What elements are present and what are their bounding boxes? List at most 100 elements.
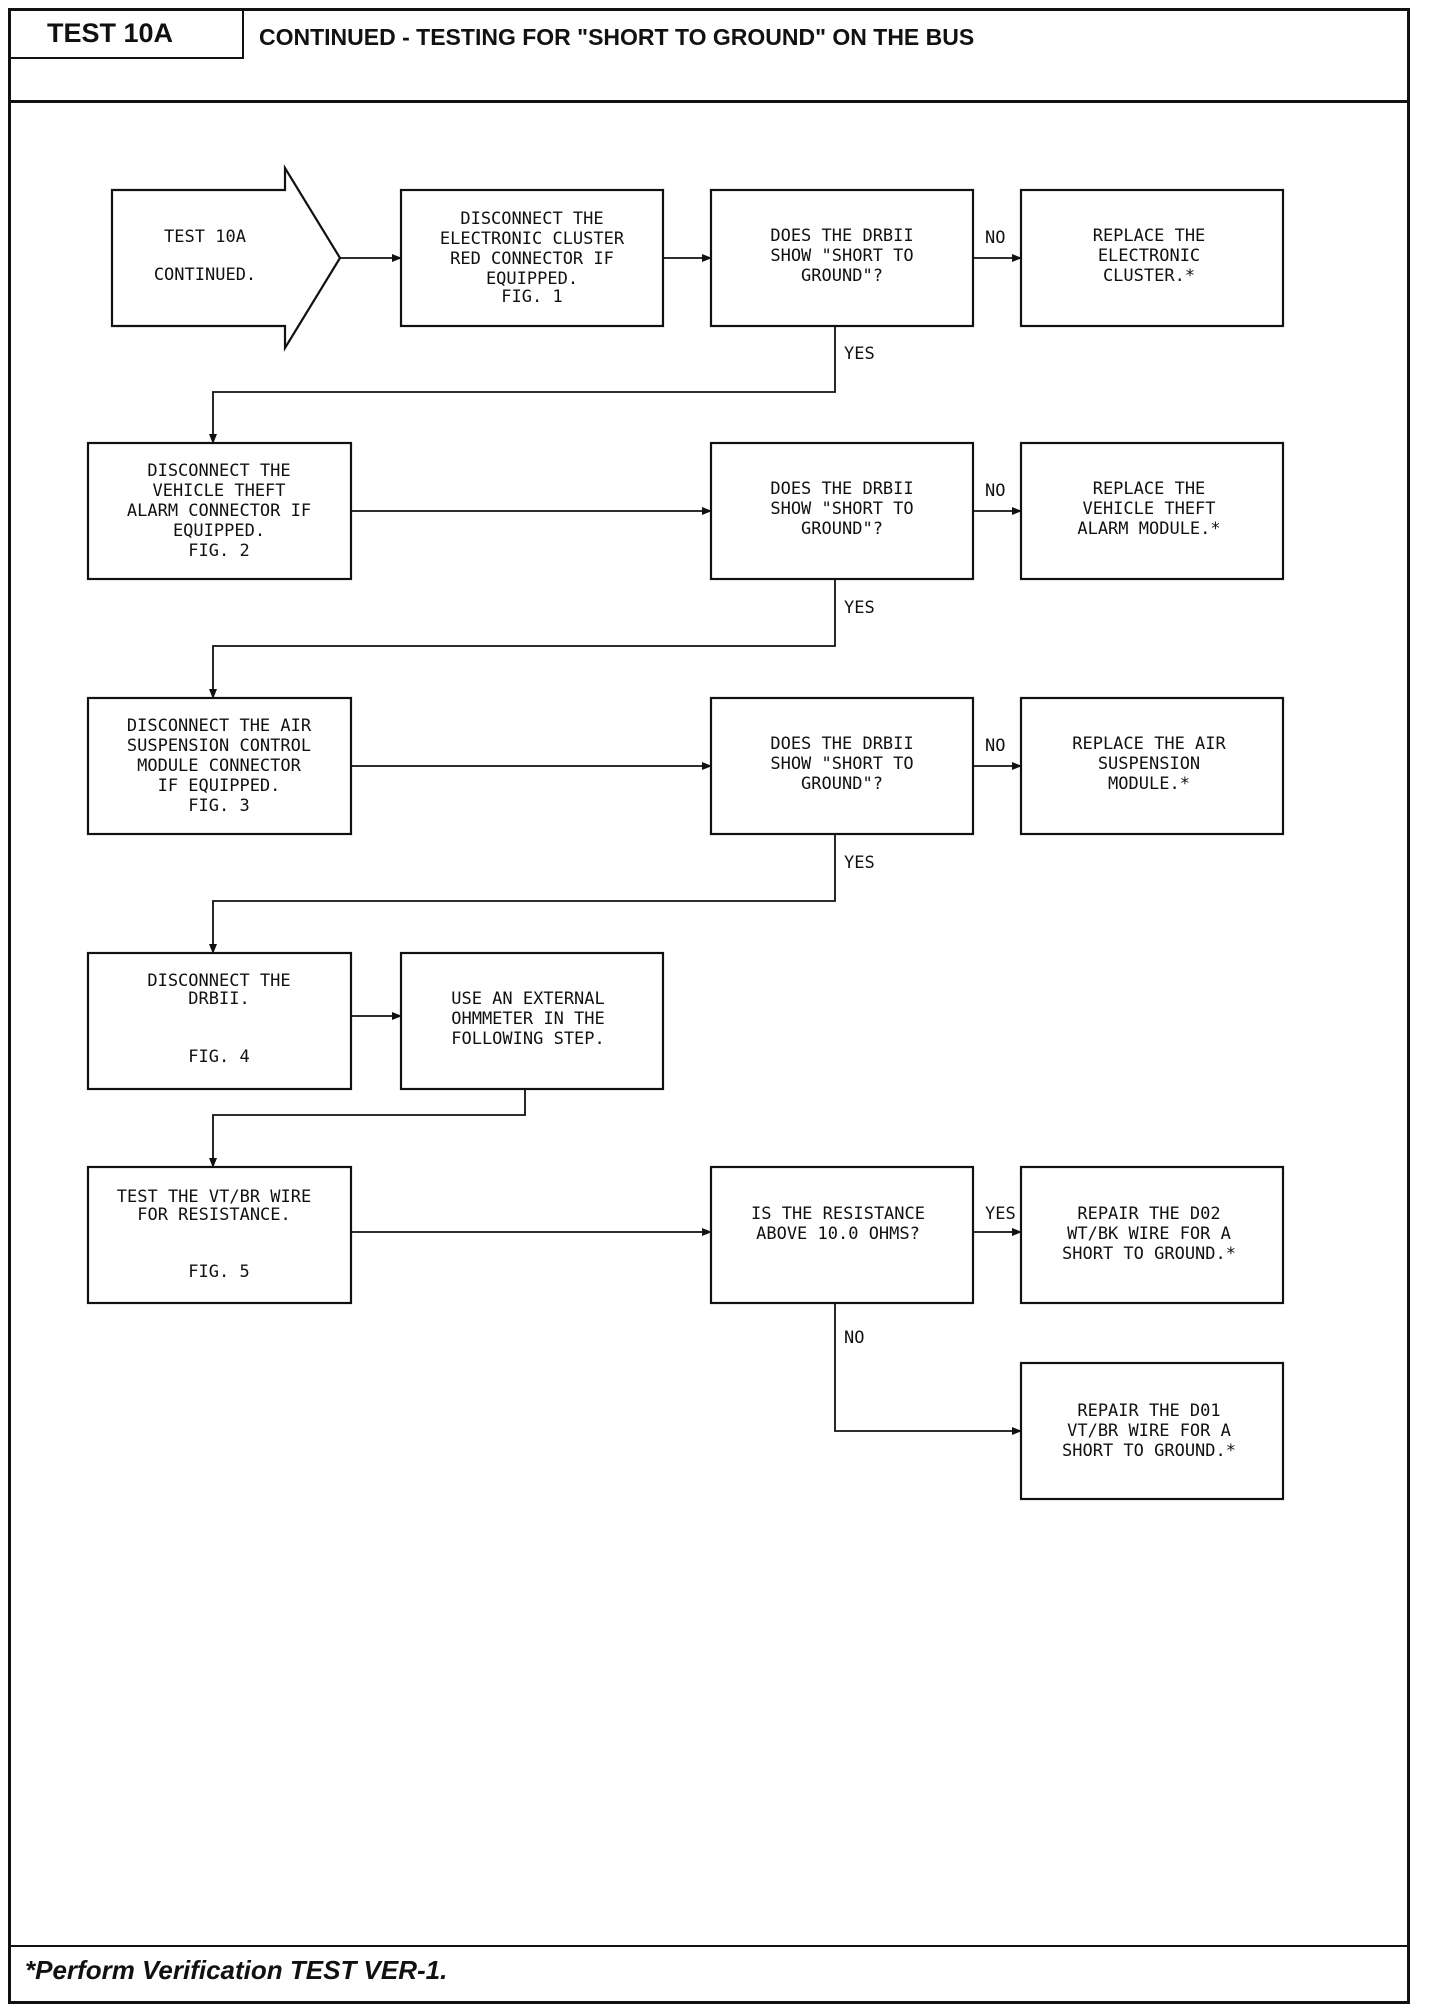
step5-box-frame <box>86 1165 353 1305</box>
question5-line-1: IS THE RESISTANCE <box>751 1204 925 1224</box>
connector-question1-yes <box>209 326 836 444</box>
label-no-2: NO <box>985 481 1005 501</box>
result5-no-box: REPAIR THE D01 VT/BR WIRE FOR A SHORT TO… <box>1019 1361 1285 1501</box>
question3-line-1: DOES THE DRBII <box>770 734 913 754</box>
label-no-5: NO <box>844 1328 864 1348</box>
step2-line-3: ALARM CONNECTOR IF <box>127 501 311 521</box>
step4-line-1: DISCONNECT THE <box>147 971 290 991</box>
result1-no-box-frame <box>1019 188 1285 328</box>
question2-box-frame <box>709 441 975 581</box>
question5-box: IS THE RESISTANCE ABOVE 10.0 OHMS? <box>709 1165 975 1305</box>
result1-no-line-1: REPLACE THE <box>1093 226 1206 246</box>
step5-line-1: TEST THE VT/BR WIRE <box>117 1187 311 1207</box>
question1-line-3: GROUND"? <box>801 266 883 286</box>
result3-no-box-frame <box>1019 696 1285 836</box>
result5-yes-line-3: SHORT TO GROUND.* <box>1062 1244 1236 1264</box>
start-arrow-line-1: TEST 10A <box>164 227 246 247</box>
step4b-line-3: FOLLOWING STEP. <box>451 1029 605 1049</box>
step5-line-3: FIG. 5 <box>188 1262 249 1282</box>
question1-line-2: SHOW "SHORT TO <box>770 246 913 266</box>
step4-box-frame <box>86 951 353 1091</box>
step3-line-4: IF EQUIPPED. <box>158 776 281 796</box>
result1-no-line-2: ELECTRONIC <box>1098 246 1200 266</box>
result5-no-line-1: REPAIR THE D01 <box>1077 1401 1220 1421</box>
result5-no-box-frame <box>1019 1361 1285 1501</box>
step4-box: DISCONNECT THE DRBII. FIG. 4 <box>86 951 353 1091</box>
label-no-1: NO <box>985 228 1005 248</box>
result3-no-line-2: SUSPENSION <box>1098 754 1200 774</box>
label-yes-5: YES <box>985 1204 1016 1224</box>
step4-line-3: FIG. 4 <box>188 1047 249 1067</box>
result2-no-line-2: VEHICLE THEFT <box>1082 499 1215 519</box>
question2-box: DOES THE DRBII SHOW "SHORT TO GROUND"? <box>709 441 975 581</box>
step1-line-4: EQUIPPED. <box>486 269 578 289</box>
question5-box-frame <box>709 1165 975 1305</box>
step3-box-frame <box>86 696 353 836</box>
start-arrow-line-2: CONTINUED. <box>154 265 256 285</box>
result2-no-line-1: REPLACE THE <box>1093 479 1206 499</box>
step5-box: TEST THE VT/BR WIRE FOR RESISTANCE. FIG.… <box>86 1165 353 1305</box>
start-arrow-shape: TEST 10A CONTINUED. <box>110 164 342 352</box>
step2-line-1: DISCONNECT THE <box>147 461 290 481</box>
step2-line-5: FIG. 2 <box>188 541 249 561</box>
question1-box-frame <box>709 188 975 328</box>
test-number-label: TEST 10A <box>11 11 244 59</box>
connector-question2-yes <box>209 579 836 699</box>
connector-step4b-to-step5 <box>209 1089 526 1168</box>
result3-no-box: REPLACE THE AIR SUSPENSION MODULE.* <box>1019 696 1285 836</box>
label-yes-1: YES <box>844 344 875 364</box>
step3-line-2: SUSPENSION CONTROL <box>127 736 311 756</box>
result5-no-line-3: SHORT TO GROUND.* <box>1062 1441 1236 1461</box>
question3-box-frame <box>709 696 975 836</box>
result3-no-line-1: REPLACE THE AIR <box>1072 734 1226 754</box>
question3-line-3: GROUND"? <box>801 774 883 794</box>
question1-box: DOES THE DRBII SHOW "SHORT TO GROUND"? <box>709 188 975 328</box>
page-title: CONTINUED - TESTING FOR "SHORT TO GROUND… <box>259 24 975 50</box>
step3-box: DISCONNECT THE AIR SUSPENSION CONTROL MO… <box>86 696 353 836</box>
step3-line-1: DISCONNECT THE AIR <box>127 716 312 736</box>
step4b-box: USE AN EXTERNAL OHMMETER IN THE FOLLOWIN… <box>399 951 665 1091</box>
result2-no-box-frame <box>1019 441 1285 581</box>
result5-yes-line-2: WT/BK WIRE FOR A <box>1067 1224 1231 1244</box>
header-bar: TEST 10A CONTINUED - TESTING FOR "SHORT … <box>11 11 1407 103</box>
result5-yes-box-frame <box>1019 1165 1285 1305</box>
question1-line-1: DOES THE DRBII <box>770 226 913 246</box>
result5-yes-line-1: REPAIR THE D02 <box>1077 1204 1220 1224</box>
step1-line-1: DISCONNECT THE <box>460 209 603 229</box>
result2-no-box: REPLACE THE VEHICLE THEFT ALARM MODULE.* <box>1019 441 1285 581</box>
step5-line-2: FOR RESISTANCE. <box>137 1205 291 1225</box>
result5-yes-box: REPAIR THE D02 WT/BK WIRE FOR A SHORT TO… <box>1019 1165 1285 1305</box>
result1-no-box: REPLACE THE ELECTRONIC CLUSTER.* <box>1019 188 1285 328</box>
step1-line-3: RED CONNECTOR IF <box>450 249 614 269</box>
step2-line-2: VEHICLE THEFT <box>152 481 285 501</box>
label-yes-2: YES <box>844 598 875 618</box>
question2-line-3: GROUND"? <box>801 519 883 539</box>
step4b-line-1: USE AN EXTERNAL <box>451 989 605 1009</box>
step2-box: DISCONNECT THE VEHICLE THEFT ALARM CONNE… <box>86 441 353 581</box>
result2-no-line-3: ALARM MODULE.* <box>1077 519 1220 539</box>
step1-line-2: ELECTRONIC CLUSTER <box>440 229 625 249</box>
question3-line-2: SHOW "SHORT TO <box>770 754 913 774</box>
question2-line-2: SHOW "SHORT TO <box>770 499 913 519</box>
step3-line-5: FIG. 3 <box>188 796 249 816</box>
step1-box: DISCONNECT THE ELECTRONIC CLUSTER RED CO… <box>399 188 665 328</box>
footer-note: *Perform Verification TEST VER-1. <box>25 1955 448 1985</box>
footer-bar: *Perform Verification TEST VER-1. <box>11 1945 1407 2001</box>
start-arrow-outline <box>110 164 342 352</box>
step2-line-4: EQUIPPED. <box>173 521 265 541</box>
step4-line-2: DRBII. <box>188 989 249 1009</box>
step1-line-5: FIG. 1 <box>501 287 562 307</box>
connector-question3-yes <box>209 834 836 954</box>
step4b-line-2: OHMMETER IN THE <box>451 1009 605 1029</box>
result3-no-line-3: MODULE.* <box>1108 774 1190 794</box>
question5-line-2: ABOVE 10.0 OHMS? <box>756 1224 920 1244</box>
step2-box-frame <box>86 441 353 581</box>
step3-line-3: MODULE CONNECTOR <box>137 756 302 776</box>
question3-box: DOES THE DRBII SHOW "SHORT TO GROUND"? <box>709 696 975 836</box>
label-no-3: NO <box>985 736 1005 756</box>
result1-no-line-3: CLUSTER.* <box>1103 266 1195 286</box>
step4b-box-frame <box>399 951 665 1091</box>
label-yes-3: YES <box>844 853 875 873</box>
result5-no-line-2: VT/BR WIRE FOR A <box>1067 1421 1231 1441</box>
